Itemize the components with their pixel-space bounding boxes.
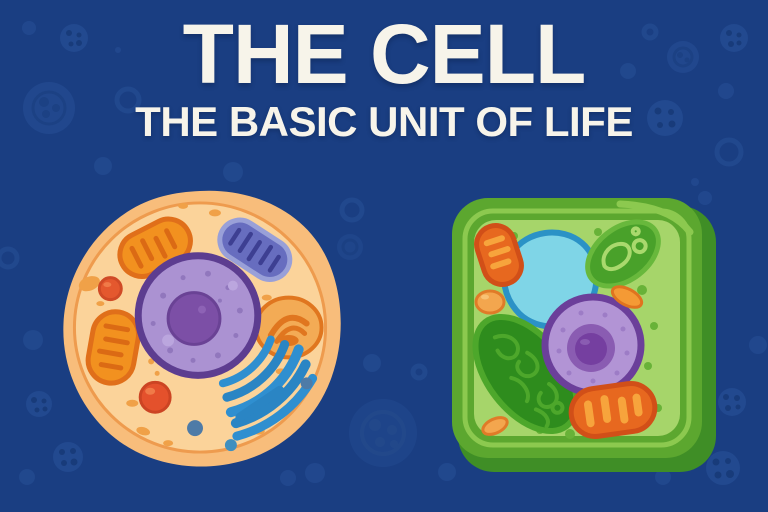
bubble-dots xyxy=(19,21,767,486)
header: THE CELL THE BASIC UNIT OF LIFE xyxy=(0,12,768,143)
vesicle xyxy=(474,285,644,436)
plant-cell-illustration xyxy=(452,198,716,472)
bubble-spotted-cells xyxy=(26,24,748,485)
nucleolus xyxy=(166,291,222,346)
mitochondrion-blue-icon xyxy=(217,217,293,282)
nucleus xyxy=(134,252,262,379)
endoplasmic-reticulum-icon xyxy=(218,335,318,441)
nucleus xyxy=(541,293,645,397)
bubble-cell-rings xyxy=(23,41,699,467)
lysosome-icon xyxy=(97,276,172,414)
animal-cell-illustration xyxy=(63,190,341,467)
bubble-rings xyxy=(0,23,744,381)
poster-title: THE CELL xyxy=(182,7,587,101)
nucleolus xyxy=(567,324,615,372)
poster-subtitle: THE BASIC UNIT OF LIFE xyxy=(135,98,633,145)
mitochondrion-icon xyxy=(474,223,524,287)
chloroplast-icon xyxy=(585,219,661,289)
mitochondrion-icon xyxy=(568,380,658,440)
mitochondrion-orange-icon xyxy=(85,309,141,386)
vesicle xyxy=(187,377,313,452)
nucleus-speckles xyxy=(556,310,630,384)
